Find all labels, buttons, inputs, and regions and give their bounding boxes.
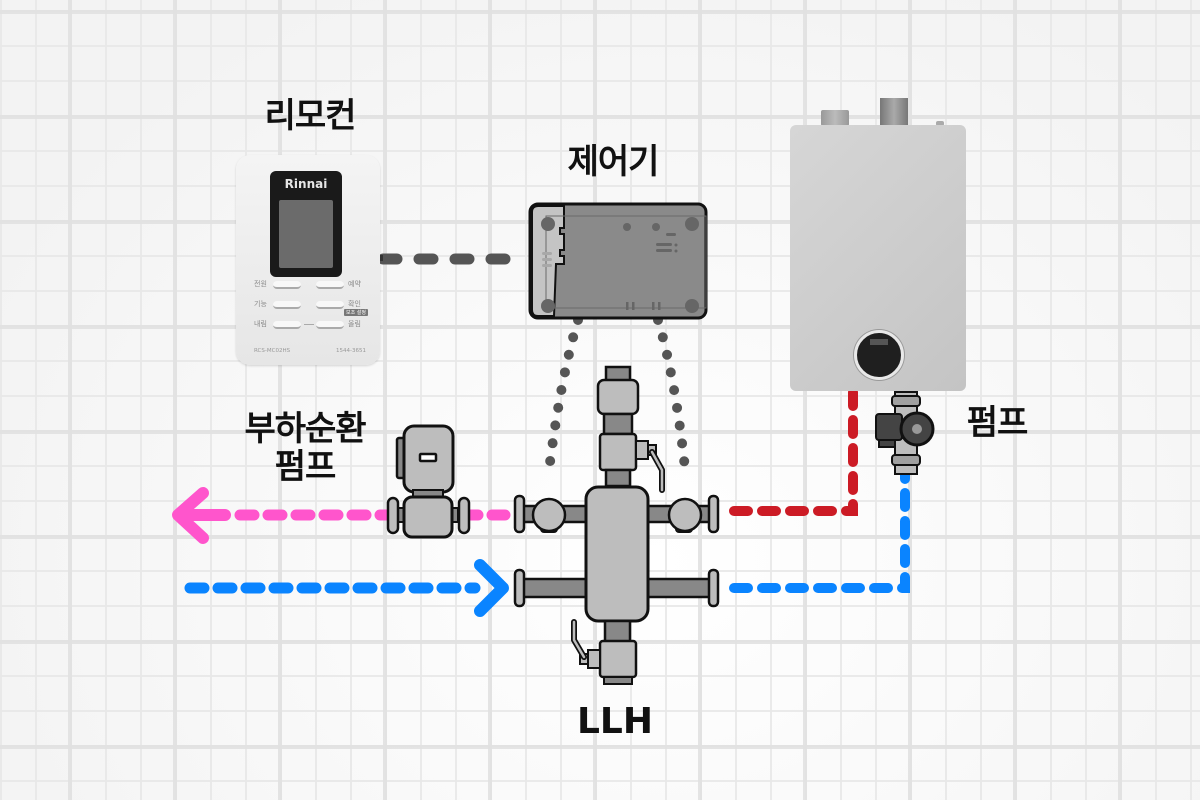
remote-phone: 1544-3651 bbox=[336, 348, 366, 354]
remote-label: 리모컨 bbox=[264, 96, 357, 136]
remote-brand: Rinnai bbox=[284, 177, 328, 191]
power-button[interactable] bbox=[273, 281, 301, 289]
confirm-button[interactable] bbox=[316, 301, 344, 309]
boiler-flue bbox=[821, 110, 849, 126]
cold-return-line bbox=[729, 469, 910, 593]
screw-icon bbox=[541, 217, 555, 231]
load-in-arrow-icon bbox=[474, 559, 509, 617]
function-button[interactable] bbox=[273, 301, 301, 309]
screw-icon bbox=[685, 217, 699, 231]
controller-label: 제어기 bbox=[567, 142, 660, 182]
boiler-exhaust bbox=[880, 98, 908, 126]
remote-button-label: 전원 bbox=[254, 280, 267, 288]
remote-button-label: 기능 bbox=[254, 300, 267, 308]
divider bbox=[304, 324, 314, 325]
load-pump-label-line2: 펌프 bbox=[274, 447, 337, 488]
boiler-display bbox=[870, 339, 888, 345]
hot-supply-line bbox=[729, 387, 858, 516]
load-out-arrow-icon bbox=[172, 487, 231, 544]
remote-screen: Rinnai bbox=[270, 171, 342, 277]
remote-lcd bbox=[279, 200, 333, 268]
remote-jack bbox=[380, 255, 383, 261]
controller-llh-link-right bbox=[653, 315, 691, 483]
screw-icon bbox=[541, 299, 555, 313]
remote-controller: Rinnai 전원 예약 기능 확인 보조 설정 내림 올림 RCS-MC02H… bbox=[236, 155, 383, 365]
controller-box bbox=[528, 202, 708, 320]
screw-icon bbox=[685, 299, 699, 313]
remote-button-row: 내림 올림 bbox=[236, 317, 380, 333]
remote-button-row: 전원 예약 bbox=[236, 277, 380, 293]
remote-model: RCS-MC02HS bbox=[254, 348, 291, 354]
load-pump-label: 부하순환 펌프 bbox=[230, 410, 380, 486]
boiler-control-panel[interactable] bbox=[854, 330, 904, 380]
controller-llh-link-left bbox=[543, 315, 583, 483]
remote-button-row: 기능 확인 보조 설정 bbox=[236, 297, 380, 316]
remote-button-label: 확인 bbox=[348, 300, 361, 308]
down-button[interactable] bbox=[273, 321, 301, 329]
remote-button-label: 내림 bbox=[254, 320, 267, 328]
reserve-button[interactable] bbox=[316, 281, 344, 289]
up-button[interactable] bbox=[316, 321, 344, 329]
remote-button-label: 예약 bbox=[348, 280, 361, 288]
llh-label: LLH bbox=[576, 701, 653, 742]
boiler bbox=[788, 98, 968, 393]
remote-button-label: 올림 bbox=[348, 320, 361, 328]
boiler-nub bbox=[936, 121, 944, 126]
load-pump-label-line1: 부하순환 bbox=[244, 409, 366, 449]
confirm-badge: 보조 설정 bbox=[344, 309, 368, 316]
boiler-pump-label: 펌프 bbox=[966, 403, 1029, 443]
